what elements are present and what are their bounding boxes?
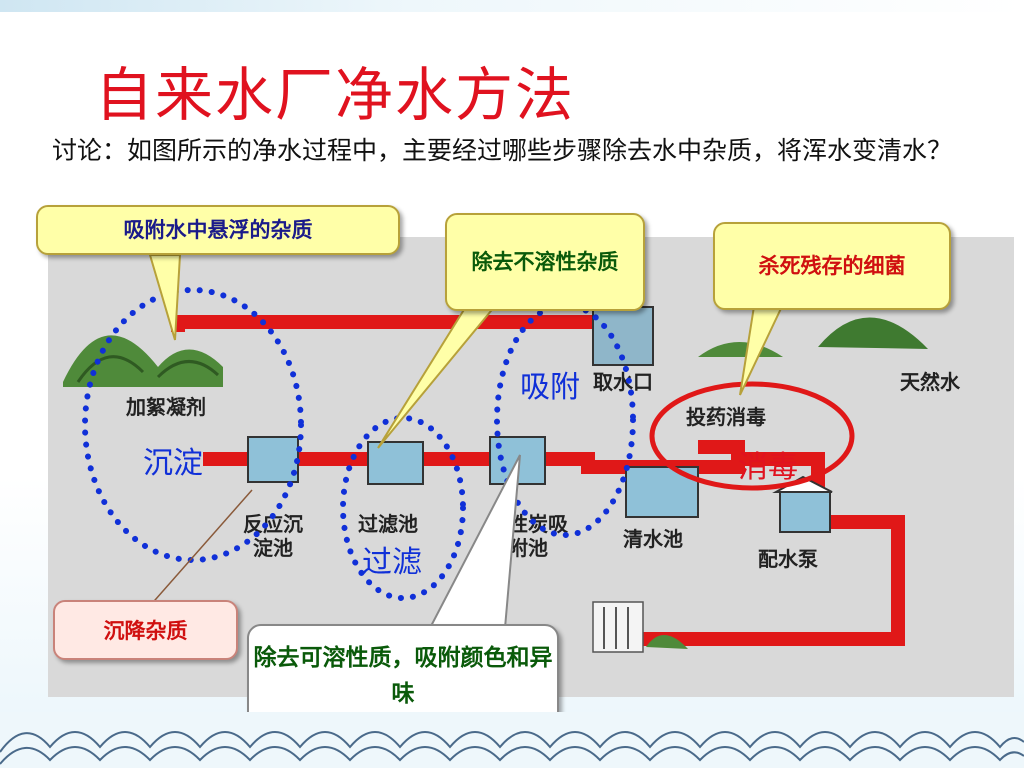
- tail-adsorb-suspended: [148, 254, 182, 341]
- dotted-circle-adsorb: [494, 302, 636, 538]
- hill-right: [698, 317, 928, 357]
- annotation-disinfect: 消毒: [738, 450, 798, 485]
- reaction-tank: [247, 436, 299, 483]
- pump-house: [772, 475, 833, 533]
- label-coagulant: 加絮凝剂: [126, 395, 206, 419]
- diagram-drawing: [63, 306, 928, 653]
- discussion-question: 讨论：如图所示的净水过程中，主要经过哪些步骤除去水中杂质，将浑水变清水？: [52, 136, 953, 165]
- label-clear-tank: 清水池: [623, 527, 683, 551]
- annotation-sediment: 沉淀: [143, 446, 203, 481]
- annotation-filter: 过滤: [362, 545, 422, 580]
- callout-settle-impurities: 沉降杂质: [53, 600, 238, 660]
- callout-adsorb-suspended: 吸附水中悬浮的杂质: [36, 205, 400, 255]
- red-ellipse-disinfect: [649, 381, 855, 491]
- filter-tank: [367, 441, 424, 485]
- label-dosing: 投药消毒: [686, 405, 766, 429]
- tail-remove-soluble: [428, 454, 521, 629]
- annotation-adsorb: 吸附: [520, 370, 580, 405]
- tail-remove-insoluble: [377, 299, 503, 449]
- label-intake: 取水口: [593, 370, 653, 394]
- tail-kill-bacteria: [739, 299, 787, 396]
- decorative-wave-border: [0, 712, 1024, 768]
- label-natural-water: 天然水: [900, 370, 960, 394]
- callout-kill-bacteria: 杀死残存的细菌: [713, 222, 951, 310]
- distribution-building: [592, 601, 688, 653]
- dotted-circle-sediment: [82, 287, 304, 563]
- callout-remove-insoluble: 除去不溶性杂质: [445, 213, 645, 311]
- top-decoration-band: [0, 0, 1024, 12]
- label-filter-tank: 过滤池: [358, 512, 418, 536]
- label-pump: 配水泵: [758, 547, 818, 571]
- dotted-circle-filter: [340, 415, 466, 601]
- leader-settle-impurities: [147, 489, 253, 609]
- slide-title: 自来水厂净水方法: [95, 61, 576, 129]
